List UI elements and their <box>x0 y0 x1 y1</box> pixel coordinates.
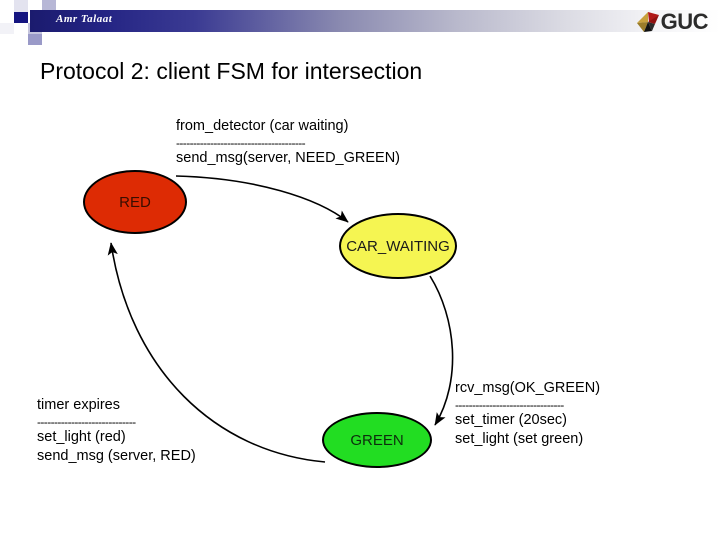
transition-trigger: timer expires <box>37 397 120 413</box>
header-banner <box>30 10 720 32</box>
decor-square <box>14 34 28 45</box>
decor-square <box>42 0 56 12</box>
transition-arrow-red-to-car-waiting <box>175 175 349 223</box>
transition-label-green-to-red: timer expires --------------------------… <box>37 396 196 467</box>
author-name: Amr Talaat <box>56 13 113 25</box>
decor-square <box>14 12 28 23</box>
transition-label-car-waiting-to-green: rcv_msg(OK_GREEN) ----------------------… <box>455 379 600 450</box>
decor-square <box>0 23 14 34</box>
transition-action: send_msg (server, RED) <box>37 448 196 465</box>
decor-square <box>28 34 42 45</box>
decor-square <box>0 0 14 12</box>
transition-arrow-car-waiting-to-green <box>429 275 454 426</box>
transition-label-red-to-car-waiting: from_detector (car waiting) ------------… <box>176 117 400 168</box>
decor-square <box>28 0 42 12</box>
transition-action: set_timer (20sec) <box>455 411 568 428</box>
transition-separator: -------------------------------- <box>455 397 564 412</box>
state-node-car-waiting[interactable]: CAR_WAITING <box>339 213 457 279</box>
state-node-green[interactable]: GREEN <box>322 412 432 468</box>
state-node-red[interactable]: RED <box>83 170 187 234</box>
guc-emblem-icon <box>636 12 659 32</box>
page-title: Protocol 2: client FSM for intersection <box>40 58 423 84</box>
transition-separator: ----------------------------- <box>37 414 136 429</box>
decor-square <box>14 0 28 12</box>
transition-action: set_light (red) <box>37 428 126 445</box>
slide-header: Amr Talaat GUC <box>0 0 720 46</box>
state-label-car-waiting: CAR_WAITING <box>346 237 450 255</box>
transition-action: set_light (set green) <box>455 431 584 448</box>
decor-square <box>14 23 28 34</box>
state-label-red: RED <box>119 193 151 211</box>
guc-logo-text: GUC <box>660 9 709 34</box>
transition-action: send_msg(server, NEED_GREEN) <box>176 149 401 166</box>
state-label-green: GREEN <box>350 431 404 449</box>
transition-separator: -------------------------------------- <box>176 135 306 150</box>
transition-trigger: rcv_msg(OK_GREEN) <box>455 380 601 396</box>
transition-trigger: from_detector (car waiting) <box>176 118 349 134</box>
guc-logo: GUC <box>635 8 709 36</box>
